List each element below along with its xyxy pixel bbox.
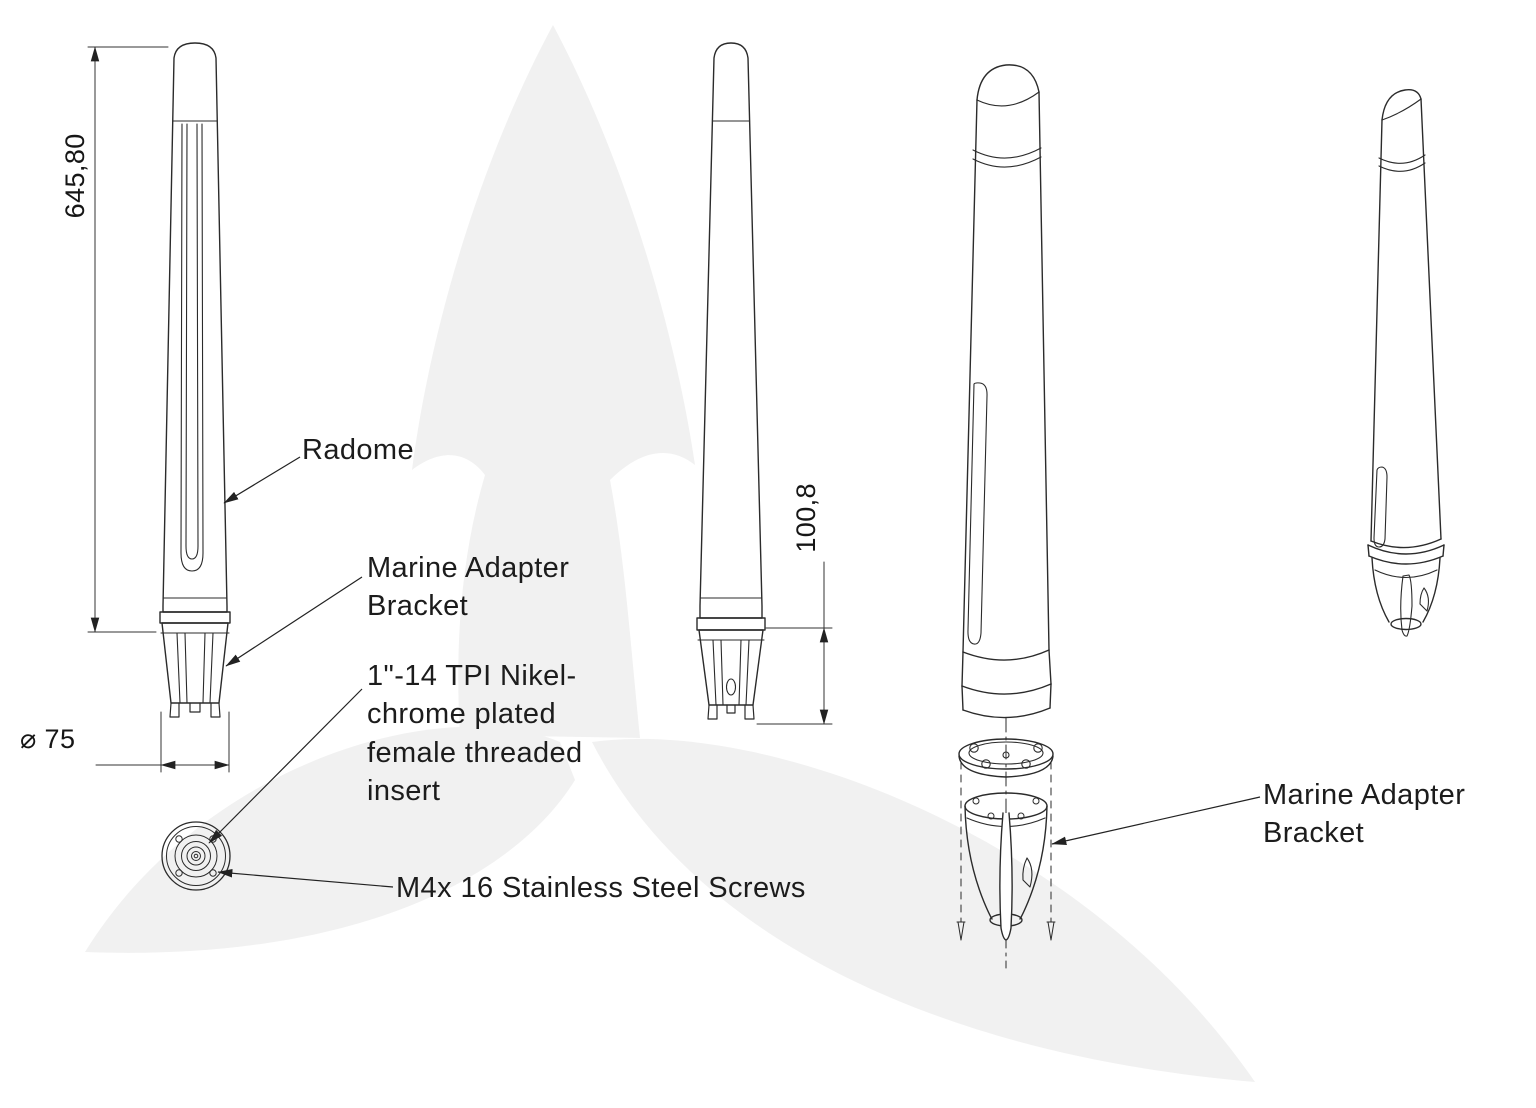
front-bracket-body — [698, 629, 764, 706]
side-bracket-feet — [169, 702, 221, 718]
bracket-screw-hole — [987, 812, 995, 820]
bracket-screw-hole — [1017, 812, 1025, 820]
small-iso-side-fin — [1419, 587, 1430, 612]
iso-mast-slot — [967, 382, 988, 645]
side-bracket-body — [161, 622, 229, 704]
iso-bracket-right-edge — [1019, 805, 1048, 920]
bracket-screw-hole — [1032, 797, 1040, 805]
screw-hole — [209, 869, 217, 877]
small-iso-fin — [1400, 574, 1413, 637]
side-bracket-collar — [159, 611, 231, 624]
iso-mast-right-edge — [1038, 91, 1050, 651]
screw-hole — [175, 869, 183, 877]
front-mast-outline — [699, 42, 763, 619]
flange-screw-boss — [1033, 743, 1043, 753]
flange-screw-boss — [969, 743, 979, 753]
leader-lines — [208, 456, 1261, 888]
flange-screw-boss — [1021, 759, 1031, 769]
front-bracket-hole — [725, 678, 737, 696]
radome-leader-line — [223, 456, 301, 504]
exploded-isometric-drawing — [956, 64, 1056, 969]
small-iso-slot — [1373, 466, 1388, 548]
iso-bracket-left-edge — [964, 805, 993, 920]
dimension-lines — [87, 46, 833, 773]
flange-screw-boss — [981, 759, 991, 769]
side-slot-outer — [180, 123, 204, 572]
screws-leader-line — [217, 868, 394, 888]
bracket-right-leader-line — [1051, 796, 1261, 845]
bracket-screw-hole — [972, 797, 980, 805]
threaded-insert-center — [193, 853, 199, 859]
iso-flange-inner — [968, 741, 1044, 765]
side-view-drawing — [159, 42, 231, 718]
watermark-logo — [85, 25, 1255, 1082]
small-screw — [956, 921, 966, 941]
screw-hole — [175, 835, 183, 843]
front-bracket-collar — [696, 617, 766, 631]
threaded-insert-leader-line — [208, 688, 363, 844]
front-view-drawing — [696, 42, 766, 720]
iso-bracket-side-fin — [1022, 857, 1033, 888]
iso-bracket-fin — [999, 812, 1013, 941]
iso-mast-left-edge — [962, 99, 978, 653]
side-mast-outline — [162, 42, 228, 613]
side-slot-inner — [185, 123, 199, 560]
bracket-left-leader-line — [225, 576, 363, 667]
iso-flange-outer — [958, 738, 1054, 770]
iso-mast-top-cap — [976, 64, 1040, 101]
assembled-isometric-drawing — [1367, 89, 1445, 637]
front-bracket-feet — [707, 704, 755, 720]
small-screw — [1046, 921, 1056, 941]
